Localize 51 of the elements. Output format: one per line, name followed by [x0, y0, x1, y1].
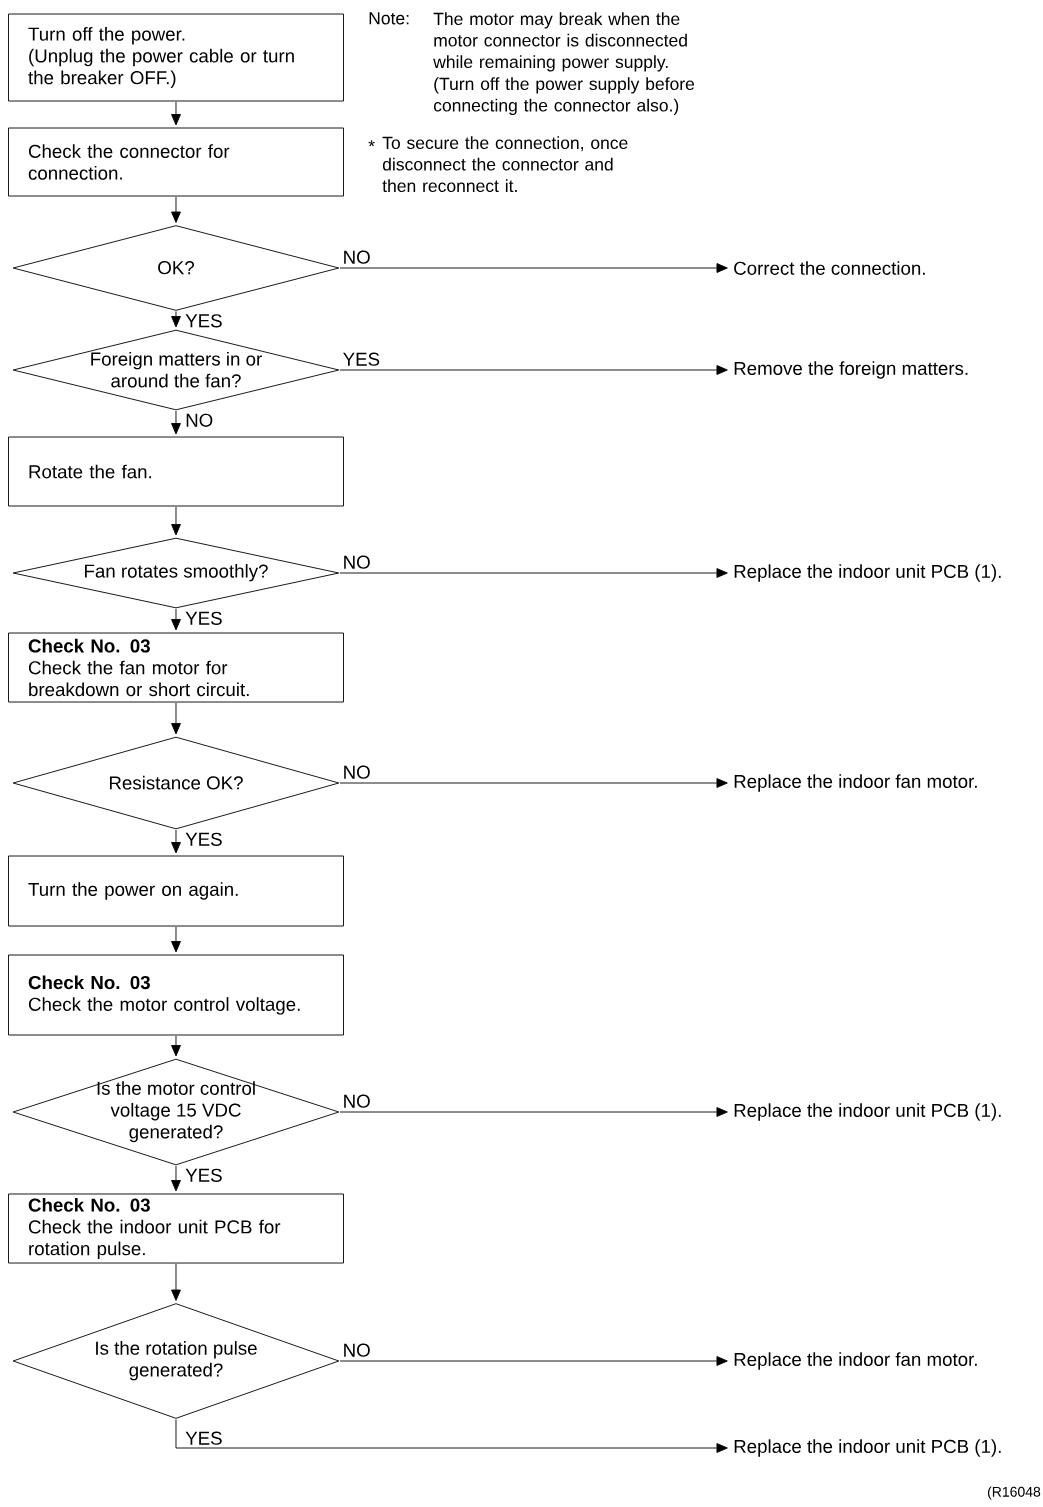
arrow [171, 1165, 181, 1192]
edge-label: YES [184, 313, 224, 329]
arrow [171, 702, 181, 735]
edge-label: YES [184, 831, 224, 847]
arrow [171, 506, 181, 536]
outcome-text: Replace the indoor unit PCB (1). [734, 564, 1001, 582]
edge-label: NO [341, 1342, 372, 1358]
edge-label: NO [341, 1093, 372, 1109]
outcome-text: Replace the indoor unit PCB (1). [734, 1103, 1001, 1121]
edge-label: NO [341, 764, 372, 780]
outcome-text: Correct the connection. [734, 261, 925, 275]
edge-label: YES [184, 610, 224, 626]
arrow [171, 1263, 181, 1301]
arrow [171, 101, 181, 126]
outcome-text: Remove the foreign matters. [734, 361, 968, 379]
process-box: Check No. 03 Check the indoor unit PCB for rotation pulse. [8, 1193, 344, 1264]
note-text: * [368, 140, 375, 147]
process-box: Rotate the fan. [8, 436, 344, 507]
arrow [171, 926, 181, 953]
arrow [171, 1035, 181, 1057]
process-box: Turn off the power. (Unplug the power cable or turn the breaker OFF.) [8, 13, 344, 102]
arrow [339, 263, 728, 273]
arrow [339, 1356, 728, 1366]
arrow [339, 365, 728, 375]
note-text: Note: [369, 12, 409, 25]
note-text: The motor may break when the motor connector is disconnected while remaining power supply. [433, 12, 687, 72]
arrow [171, 608, 181, 631]
arrow [339, 778, 728, 788]
process-box: Check the connector for connection. [8, 127, 344, 197]
edge-label: NO [341, 554, 372, 570]
arrow [171, 829, 181, 854]
arrow [171, 311, 181, 328]
edge-label: YES [184, 1167, 224, 1183]
process-box: Check No. 03 Check the fan motor for breakdown or short circuit. [8, 632, 344, 703]
arrow [339, 1107, 728, 1117]
outcome-text: Replace the indoor fan motor. [734, 774, 977, 792]
arrow [171, 410, 181, 435]
edge-label: YES [341, 351, 382, 367]
outcome-text: Replace the indoor unit PCB (1). [734, 1439, 1001, 1457]
note-text: (R16048 [987, 1486, 1041, 1500]
edge-label: YES [184, 1430, 224, 1446]
note-text: To secure the connection, once disconnect the connector and then reconnect it. [382, 136, 628, 193]
arrow [175, 1419, 728, 1453]
process-box: Turn the power on again. [8, 855, 344, 927]
edge-label: NO [341, 249, 372, 265]
outcome-text: Replace the indoor fan motor. [734, 1352, 977, 1370]
arrow [171, 196, 181, 223]
edge-label: NO [184, 412, 215, 428]
arrow [339, 568, 728, 578]
process-box: Check No. 03 Check the motor control voltage. [8, 954, 344, 1036]
note-text: (Turn off the power supply before connecting the connector also.) [433, 77, 695, 116]
